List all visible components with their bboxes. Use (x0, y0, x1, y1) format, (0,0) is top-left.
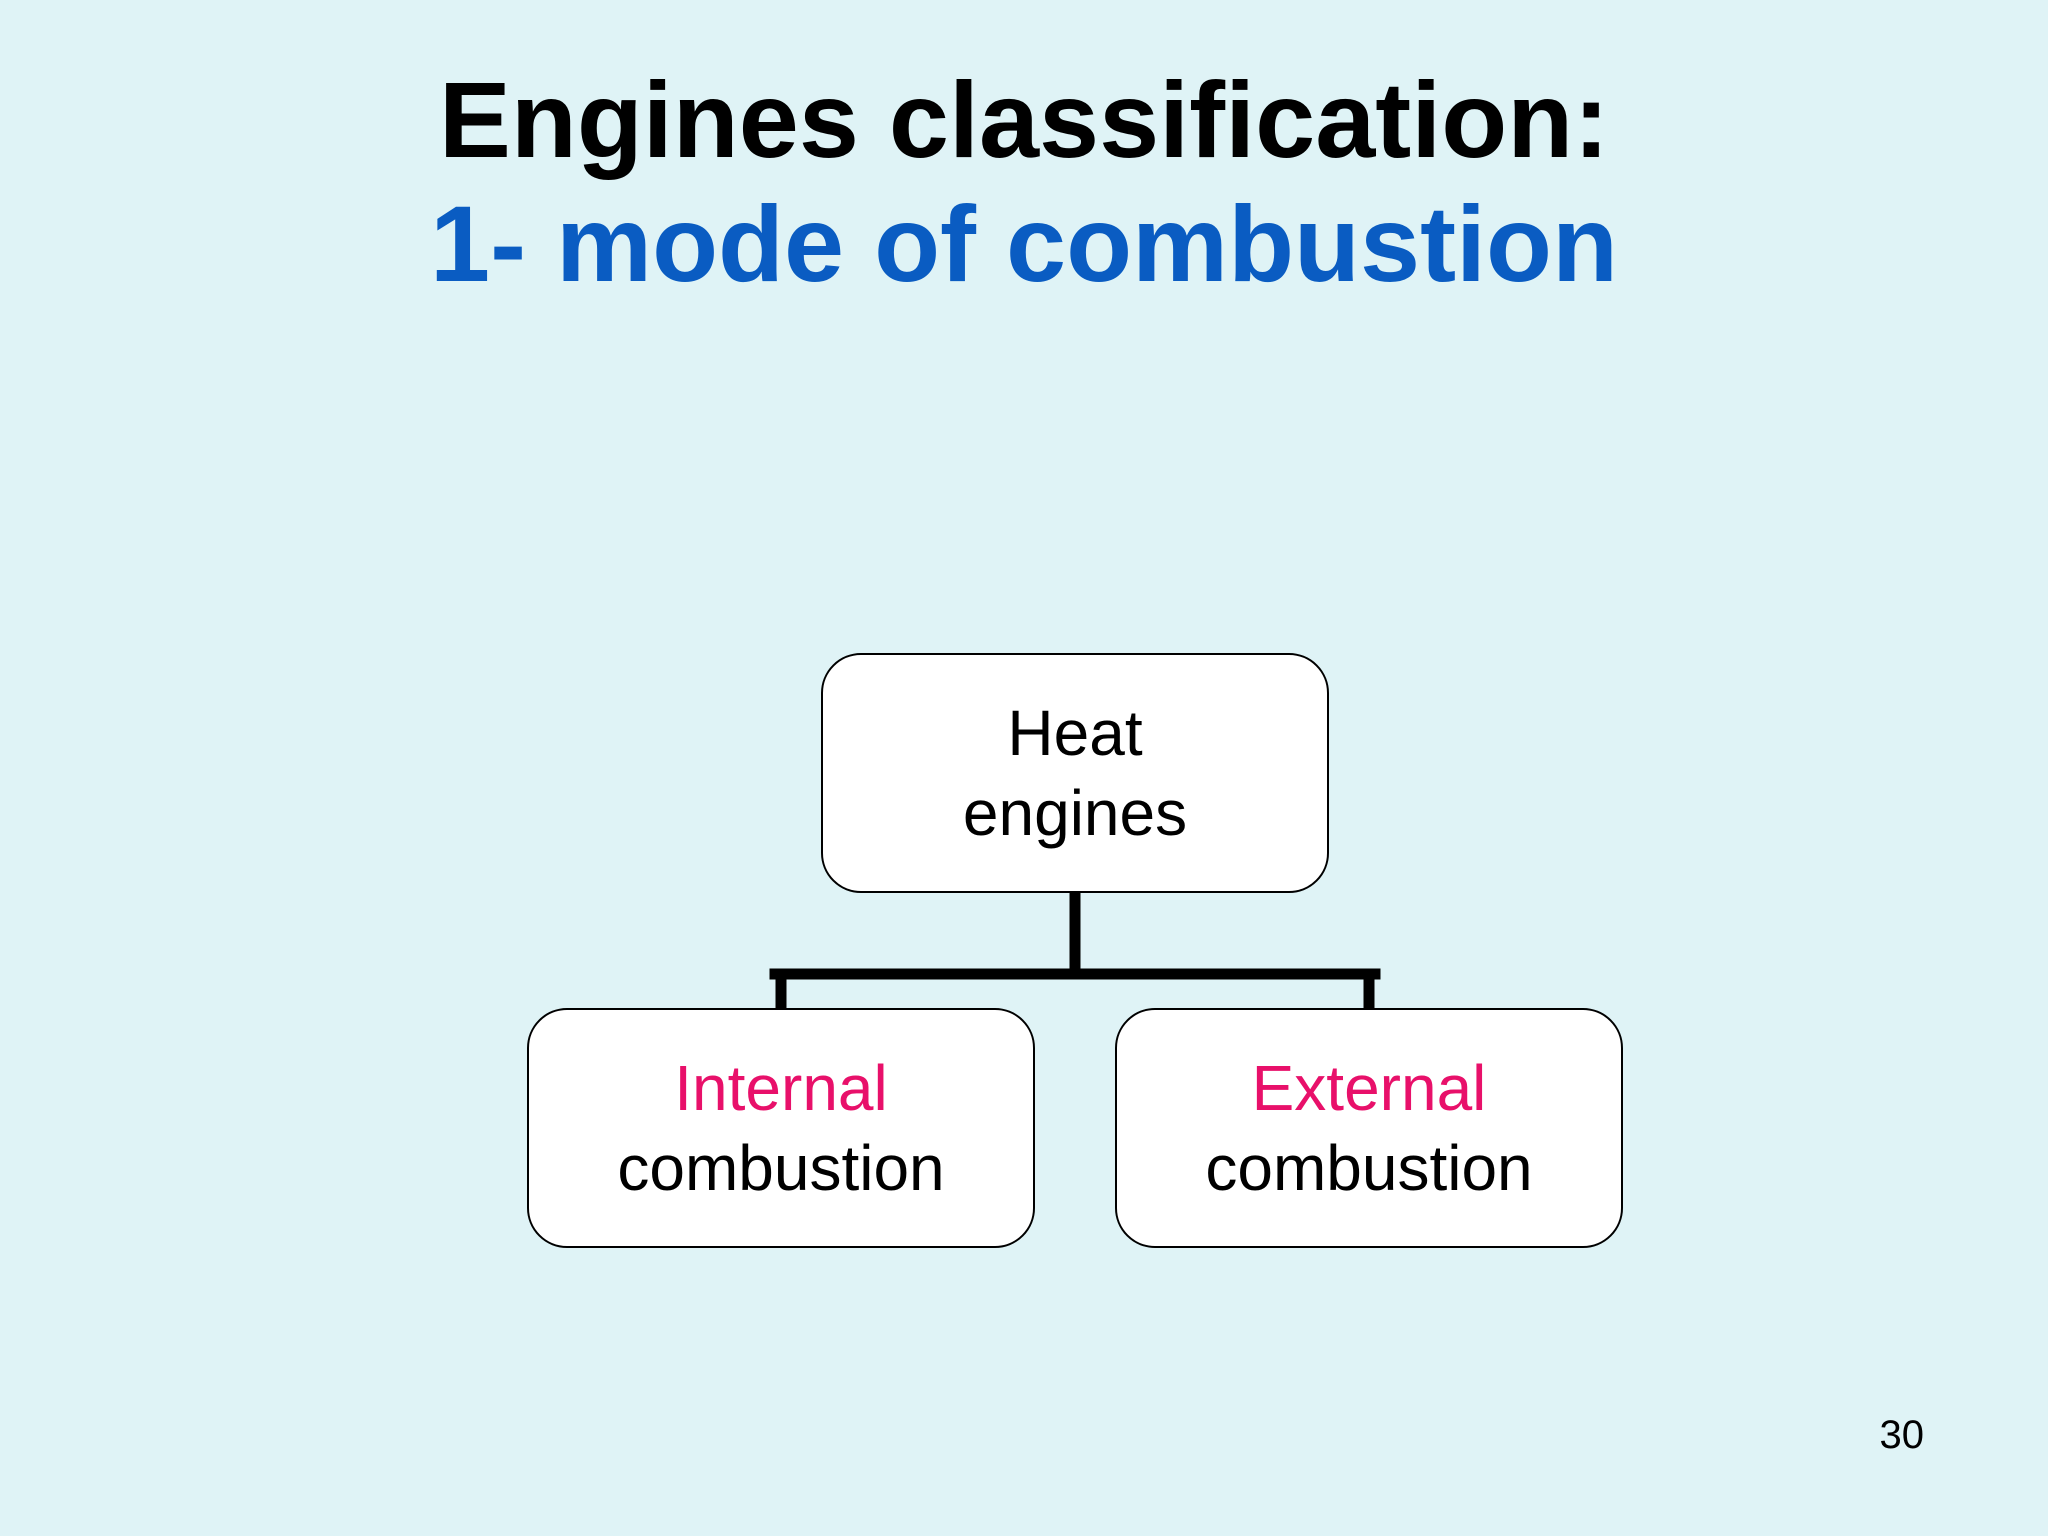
node-heat-engines: Heat engines (821, 653, 1329, 893)
node-external-combustion: External combustion (1115, 1008, 1623, 1248)
node-internal-combustion: Internal combustion (527, 1008, 1035, 1248)
node-heat-engines-line2: engines (962, 777, 1188, 849)
page-number: 30 (1879, 1413, 1925, 1457)
slide-title: Engines classification: (438, 59, 1610, 180)
slide-subtitle: 1- mode of combustion (430, 183, 1618, 304)
node-external-combustion-line2: combustion (1205, 1132, 1533, 1204)
node-internal-combustion-line2: combustion (617, 1132, 945, 1204)
node-external-combustion-line1: External (1251, 1052, 1487, 1124)
node-internal-combustion-line1: Internal (674, 1052, 888, 1124)
node-heat-engines-line1: Heat (1007, 697, 1143, 769)
